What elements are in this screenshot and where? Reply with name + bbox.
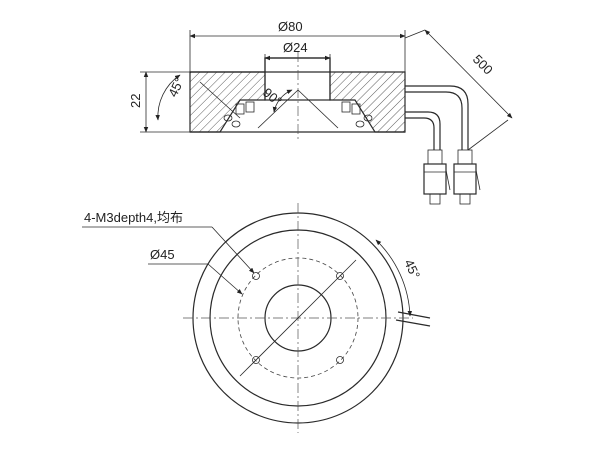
dim-angle-hole: 45° bbox=[375, 239, 423, 317]
ring-body-section bbox=[189, 57, 406, 133]
hole-note-label: 4-M3depth4,均布 bbox=[84, 210, 183, 225]
dim-height: 22 bbox=[128, 71, 190, 133]
mount-hole bbox=[336, 272, 344, 280]
top-plan-view: 4-M3depth4,均布 Ø45 45° bbox=[82, 203, 431, 433]
connector-right bbox=[453, 149, 481, 205]
dim-inner-diameter-label: Ø24 bbox=[283, 40, 308, 55]
led-beads-section bbox=[223, 101, 373, 128]
mount-hole bbox=[252, 356, 260, 364]
top-view-cable bbox=[395, 311, 431, 327]
mount-hole bbox=[336, 356, 344, 364]
mounting-holes bbox=[252, 272, 344, 364]
mount-hole bbox=[252, 272, 260, 280]
cables bbox=[405, 85, 469, 150]
dim-inner-diameter: Ø24 bbox=[264, 40, 331, 61]
dim-cable-length-label: 500 bbox=[470, 52, 496, 78]
dim-outer-diameter-label: Ø80 bbox=[278, 19, 303, 34]
connector-left bbox=[423, 149, 451, 205]
side-section-view: Ø80 Ø24 22 45° 90° bbox=[128, 19, 513, 205]
dim-outer-diameter: Ø80 bbox=[189, 19, 406, 72]
hole-note: 4-M3depth4,均布 bbox=[82, 210, 255, 274]
dim-bolt-circle-label: Ø45 bbox=[150, 247, 175, 262]
dim-bolt-circle: Ø45 bbox=[148, 247, 243, 295]
diagonal-reference bbox=[239, 259, 357, 377]
dim-angle-left-label: 45° bbox=[165, 75, 187, 99]
dim-angle-hole-label: 45° bbox=[401, 257, 423, 281]
dim-cable-length: 500 bbox=[404, 29, 513, 151]
dim-height-label: 22 bbox=[128, 94, 143, 108]
